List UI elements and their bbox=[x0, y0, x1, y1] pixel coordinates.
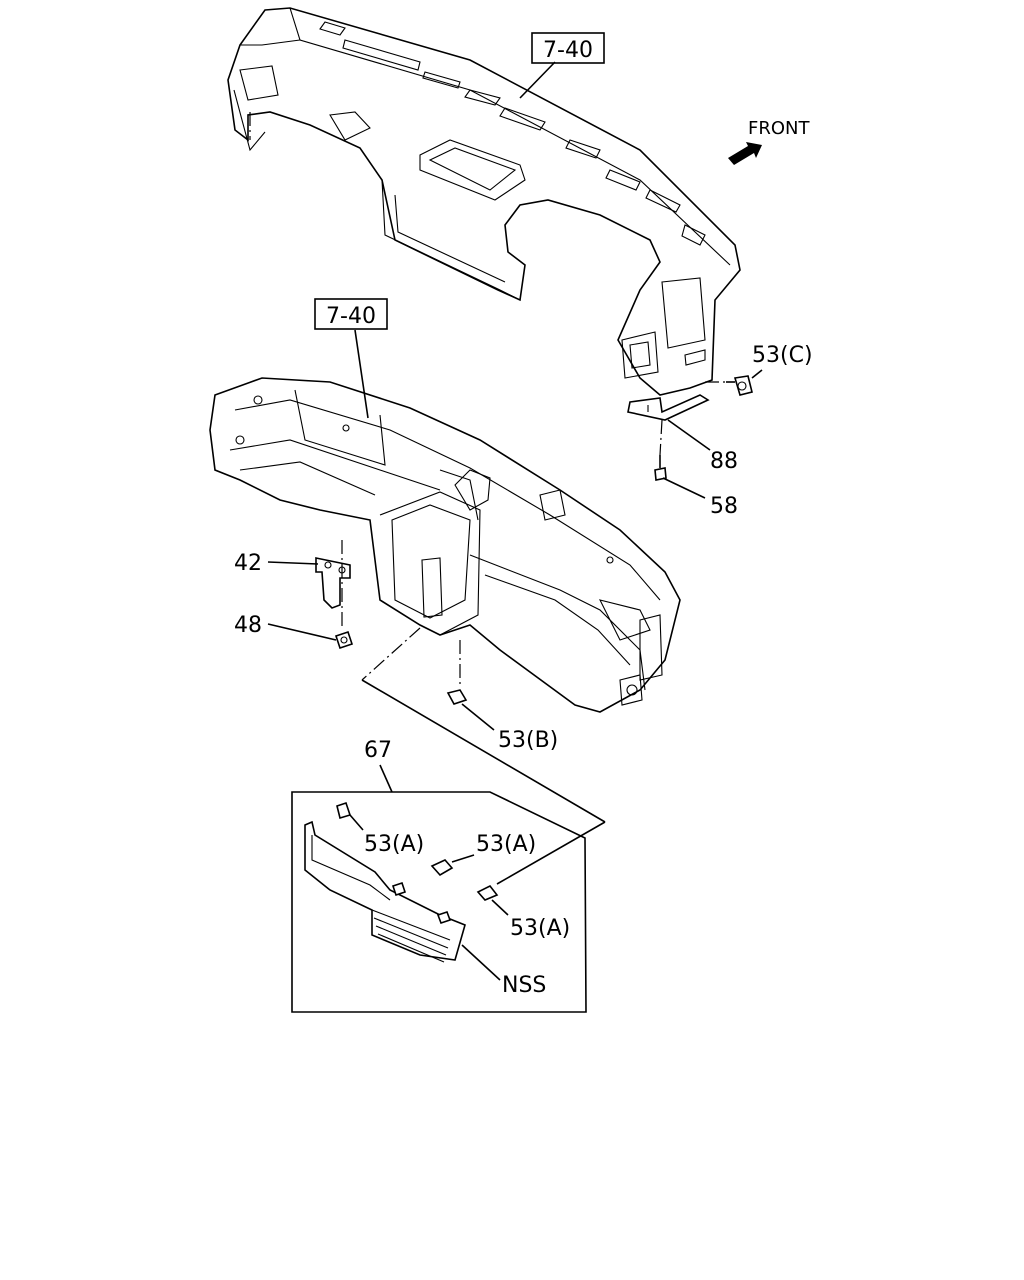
part-label-42: 42 bbox=[234, 551, 262, 576]
part-label-nss: NSS bbox=[502, 973, 546, 998]
screw-58-icon bbox=[654, 455, 667, 481]
instrument-panel-frame bbox=[209, 377, 681, 713]
ref-box-mid: 7-40 bbox=[314, 298, 388, 330]
front-arrow-icon bbox=[728, 142, 762, 165]
ref-label-top: 7-40 bbox=[543, 38, 593, 63]
part-label-53a-1: 53(A) bbox=[364, 832, 424, 857]
clip-53a-2-icon bbox=[430, 859, 454, 877]
part-label-53c: 53(C) bbox=[752, 343, 813, 368]
part-label-88: 88 bbox=[710, 449, 738, 474]
bracket-42-icon bbox=[315, 557, 351, 609]
part-label-58: 58 bbox=[710, 494, 738, 519]
leader-lines bbox=[249, 61, 763, 981]
clip-53a-1-icon bbox=[336, 801, 352, 820]
part-label-48: 48 bbox=[234, 613, 262, 638]
clip-53a-3-icon bbox=[476, 884, 499, 901]
clip-53b-icon bbox=[446, 689, 468, 705]
clip-53c-icon bbox=[726, 375, 753, 396]
part-label-53b: 53(B) bbox=[498, 728, 558, 753]
bracket-88-icon bbox=[627, 394, 710, 421]
nut-48-icon bbox=[334, 630, 354, 650]
instrument-panel-upper bbox=[227, 7, 741, 396]
part-label-53a-2: 53(A) bbox=[476, 832, 536, 857]
front-label: FRONT bbox=[748, 118, 810, 139]
ref-box-top: 7-40 bbox=[531, 32, 605, 64]
lower-cover-box bbox=[291, 791, 587, 1013]
part-label-67: 67 bbox=[364, 738, 392, 763]
ref-label-mid: 7-40 bbox=[326, 304, 376, 329]
part-label-53a-3: 53(A) bbox=[510, 916, 570, 941]
